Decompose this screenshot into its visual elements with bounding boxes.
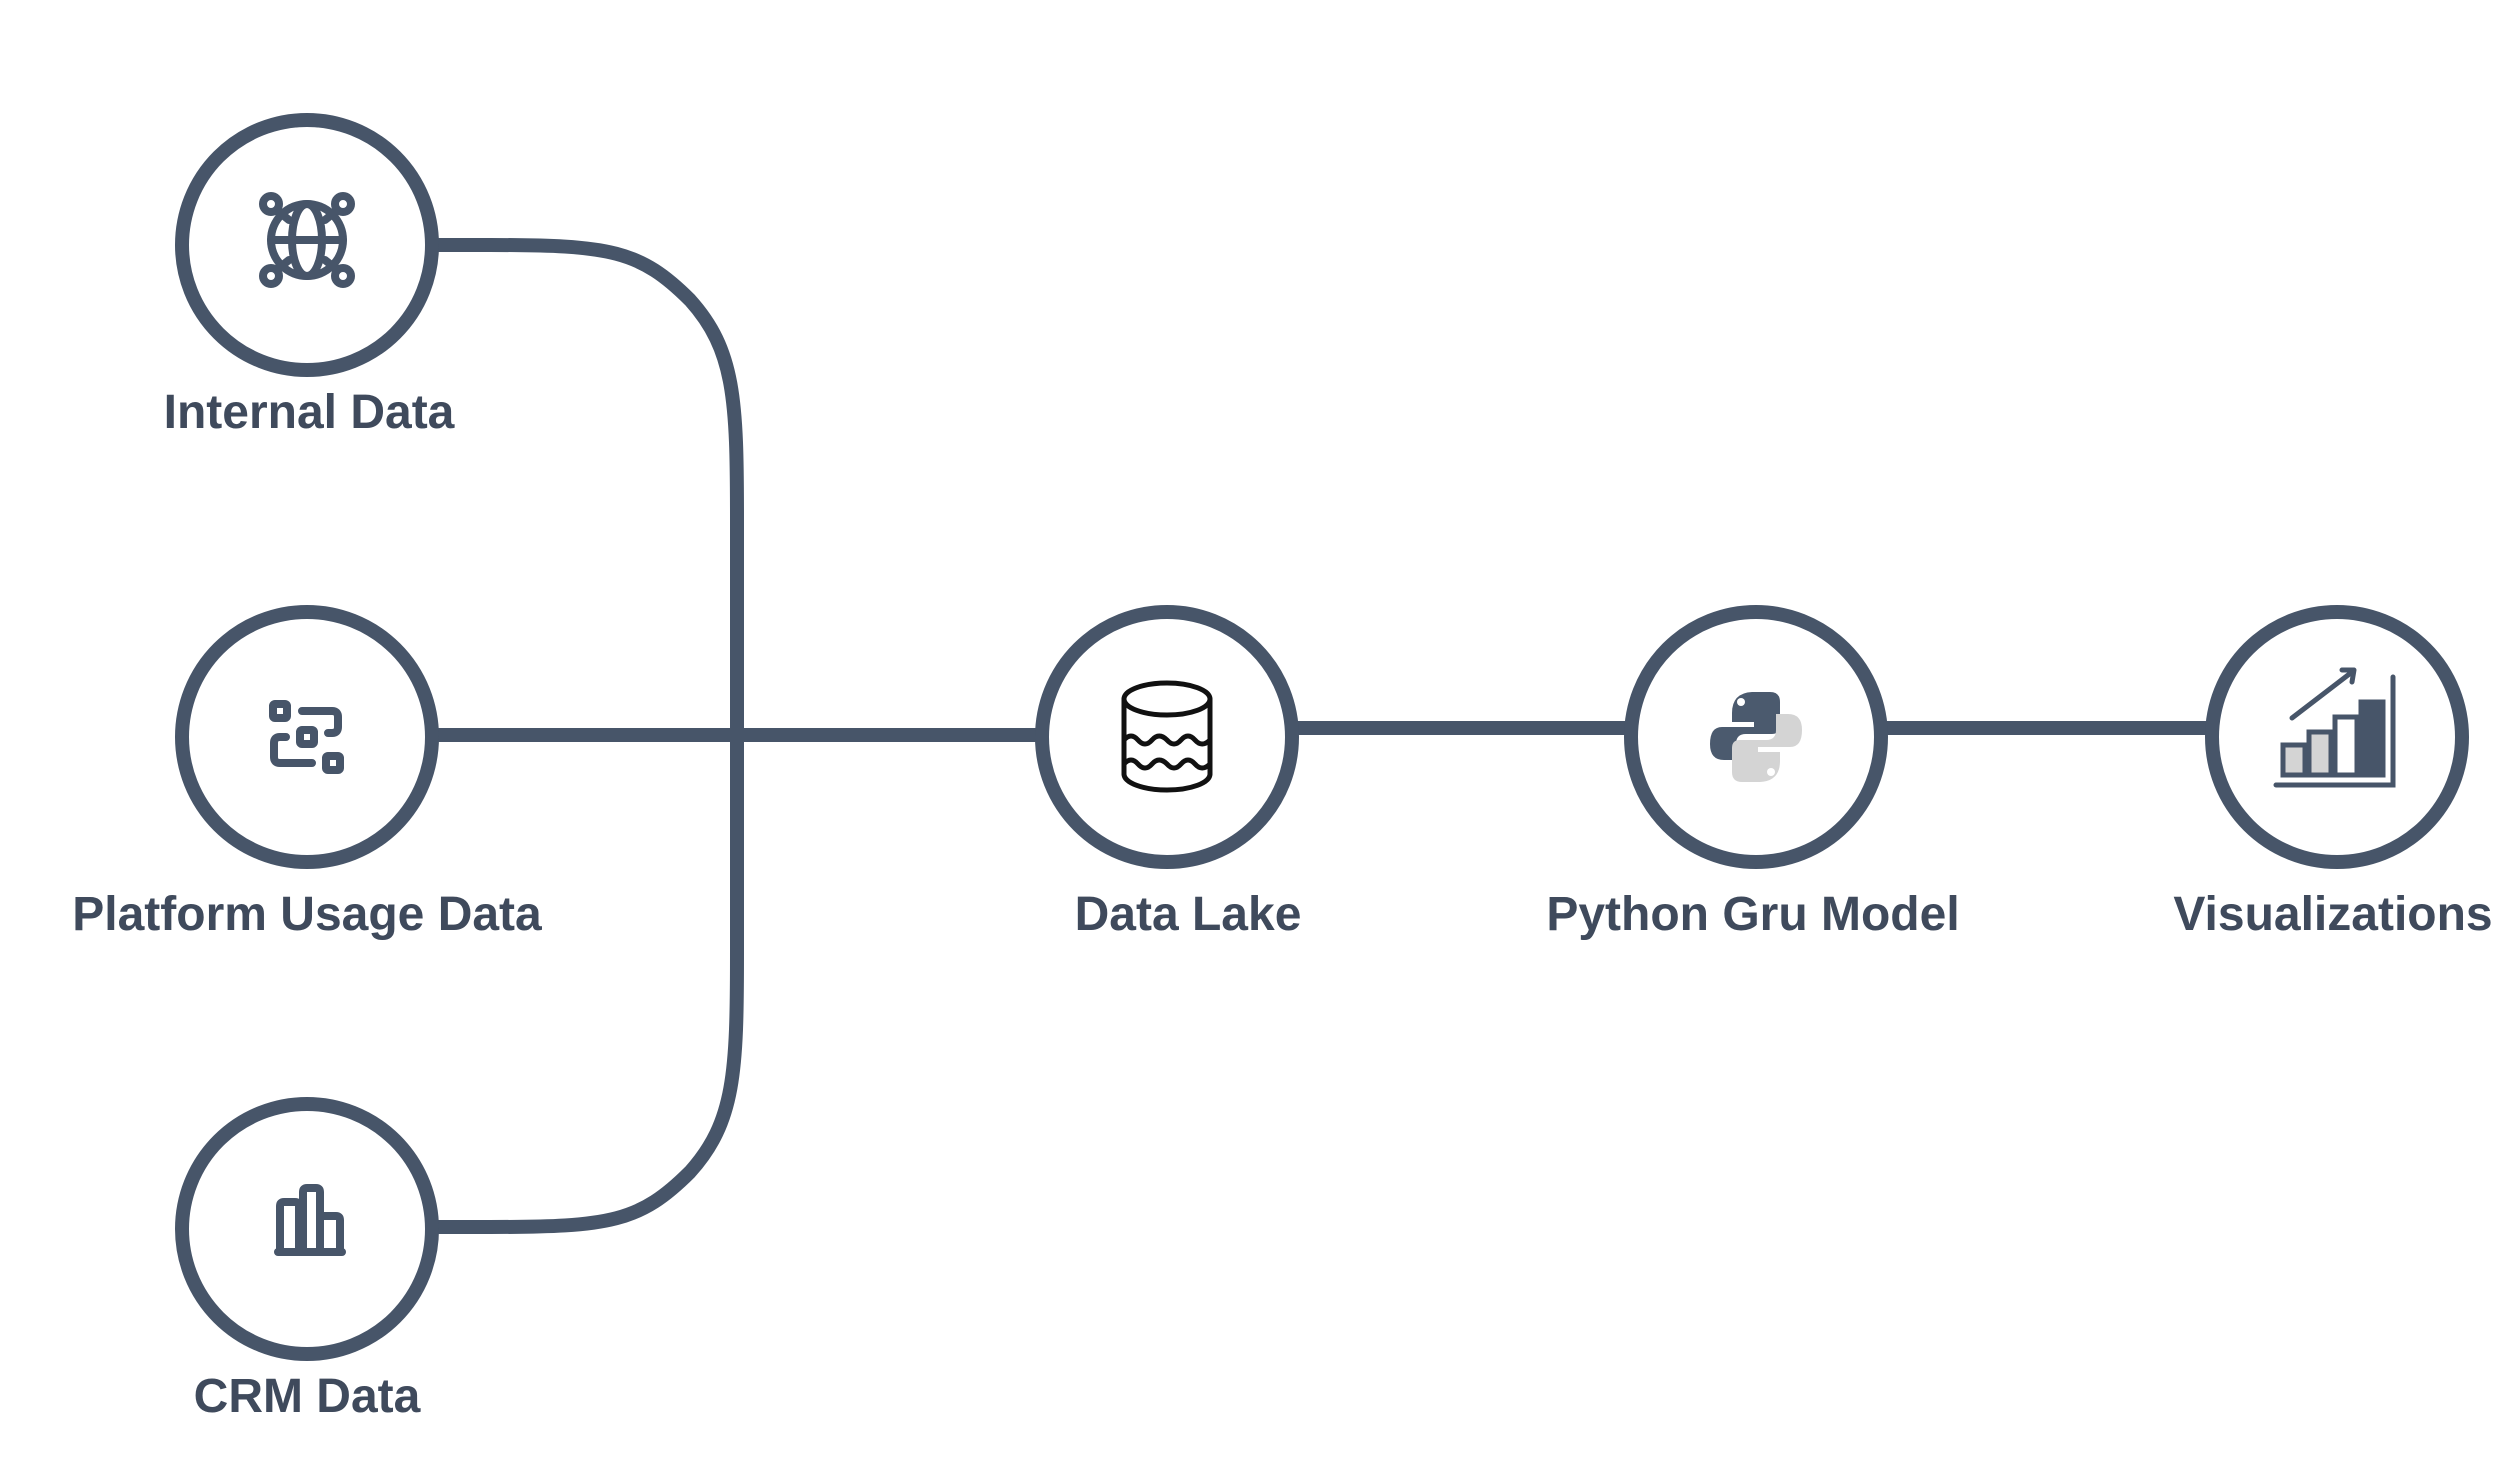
node-platform-usage-data: Platform Usage Data: [72, 605, 542, 941]
node-label: Internal Data: [164, 386, 455, 439]
connectors: [432, 238, 2212, 1234]
growth-chart-icon: [2273, 667, 2396, 788]
node-ring: [175, 605, 439, 869]
node-label: Data Lake: [1075, 888, 1302, 941]
bar-chart-icon: [274, 1184, 346, 1256]
node-crm-data: CRM Data: [175, 1097, 439, 1423]
node-ring: [175, 113, 439, 377]
database-waves-icon: [1121, 680, 1213, 793]
node-data-lake: Data Lake: [1035, 605, 1302, 941]
node-label: Python Gru Model: [1546, 888, 1959, 941]
globe-network-icon: [259, 192, 355, 288]
node-visualizations: Visualizations: [2173, 605, 2493, 941]
node-label: CRM Data: [194, 1370, 421, 1423]
node-python-gru-model: Python Gru Model: [1546, 605, 1960, 941]
python-logo-icon: [1710, 692, 1802, 782]
workflow-icon: [269, 700, 344, 774]
node-ring: [1624, 605, 1888, 869]
node-label: Visualizations: [2173, 888, 2492, 941]
edge-crm-to-lake: [432, 735, 744, 1234]
edge-internal-to-lake: [432, 238, 744, 735]
node-internal-data: Internal Data: [164, 113, 455, 439]
node-label: Platform Usage Data: [72, 888, 542, 941]
